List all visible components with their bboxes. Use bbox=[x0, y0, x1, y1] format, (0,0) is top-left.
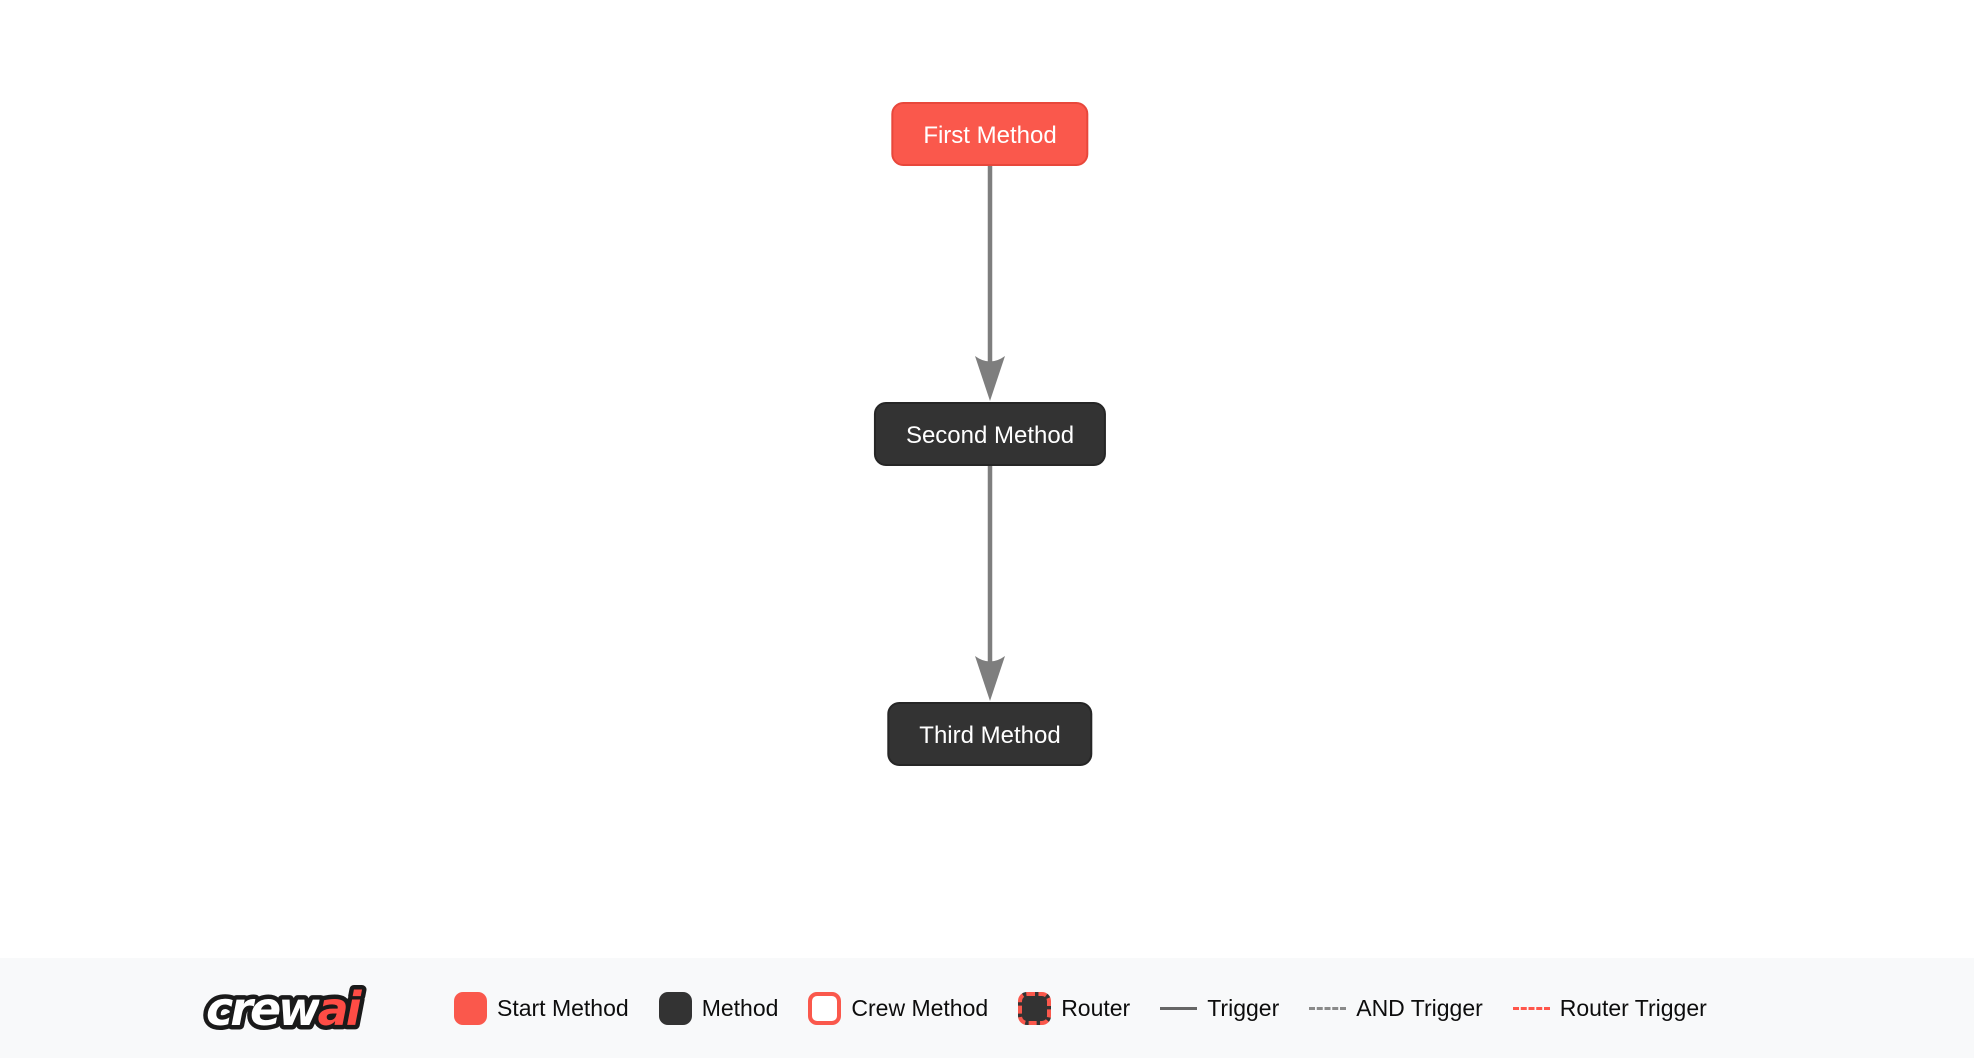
legend-label: Method bbox=[701, 994, 779, 1021]
arrowhead-icon bbox=[975, 356, 1005, 401]
legend-bar: crewai Start Method Method Crew Method R… bbox=[0, 958, 1974, 1058]
svg-text:crewai: crewai bbox=[206, 982, 363, 1036]
router-swatch-icon bbox=[1018, 991, 1052, 1025]
legend-item-and-trigger: AND Trigger bbox=[1309, 995, 1483, 1022]
crewai-logo: crewai bbox=[202, 978, 371, 1041]
legend-label: AND Trigger bbox=[1356, 994, 1483, 1021]
logo-crew-text: crew bbox=[206, 982, 321, 1036]
trigger-line-icon bbox=[1160, 1006, 1198, 1010]
flow-node-second-method[interactable]: Second Method bbox=[873, 402, 1107, 466]
legend-item-crew-method: Crew Method bbox=[808, 991, 989, 1025]
legend-label: Crew Method bbox=[851, 994, 989, 1021]
trigger-edge-second-to-third bbox=[975, 466, 1005, 701]
method-swatch-icon bbox=[658, 991, 692, 1025]
legend-items: Start Method Method Crew Method Router T… bbox=[454, 991, 1707, 1025]
legend-item-router-trigger: Router Trigger bbox=[1512, 994, 1707, 1022]
legend-item-router: Router bbox=[1018, 991, 1131, 1025]
legend-label: Start Method bbox=[497, 994, 629, 1021]
crew-method-swatch-icon bbox=[808, 991, 842, 1025]
legend-label: Router Trigger bbox=[1559, 994, 1707, 1021]
legend-label: Trigger bbox=[1207, 994, 1280, 1021]
and-trigger-line-icon bbox=[1309, 1006, 1347, 1010]
trigger-edge-first-to-second bbox=[975, 166, 1005, 401]
legend-item-trigger: Trigger bbox=[1160, 995, 1279, 1022]
legend-item-start-method: Start Method bbox=[454, 991, 629, 1025]
arrowhead-icon bbox=[975, 656, 1005, 701]
logo-ai-text: ai bbox=[318, 982, 363, 1036]
flow-canvas[interactable]: First Method Second Method Third Method bbox=[0, 0, 1974, 958]
legend-label: Router bbox=[1061, 994, 1131, 1021]
flow-node-third-method[interactable]: Third Method bbox=[887, 702, 1093, 766]
legend-item-method: Method bbox=[658, 991, 779, 1025]
start-method-swatch-icon bbox=[454, 991, 487, 1025]
flow-node-first-method[interactable]: First Method bbox=[891, 102, 1089, 166]
router-trigger-line-icon bbox=[1512, 1006, 1550, 1010]
